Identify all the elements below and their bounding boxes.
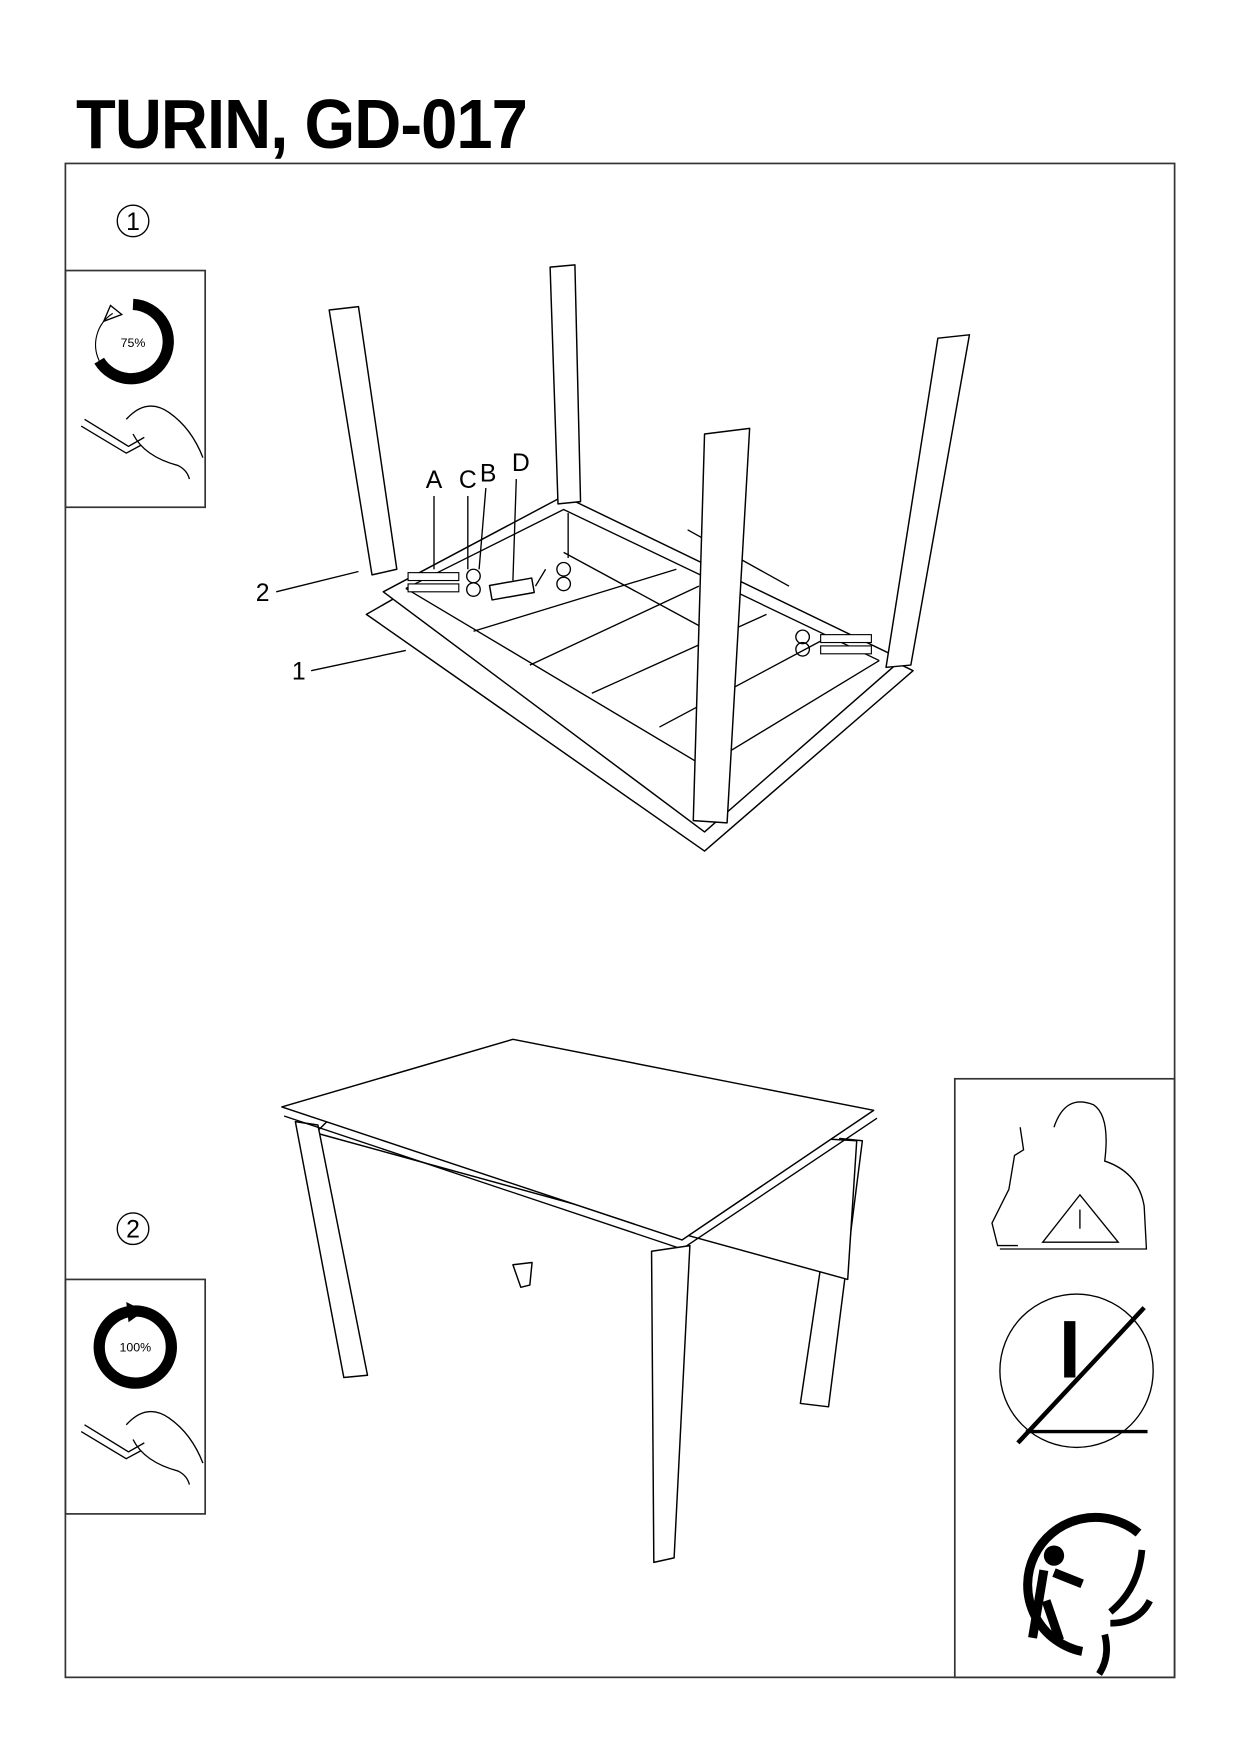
step-1-table-diagram: A C B D 2 1 bbox=[256, 264, 971, 852]
no-standing-on-chair-icon bbox=[999, 1293, 1154, 1449]
part-label-c: C bbox=[459, 467, 477, 494]
rotate-tighten-icon bbox=[94, 298, 174, 385]
recycle-disposal-icon bbox=[1023, 1512, 1153, 1676]
step-1-tool-box: 75% bbox=[64, 269, 207, 509]
step-2-table-diagram bbox=[281, 1038, 878, 1564]
page-frame bbox=[64, 162, 1176, 1679]
part-label-a: A bbox=[426, 467, 443, 494]
step-2-tool-box: 100% bbox=[64, 1278, 207, 1515]
washers-BC bbox=[466, 512, 811, 657]
warning-person-icon bbox=[991, 1101, 1148, 1250]
step-1-number: 1 bbox=[126, 209, 140, 236]
tighten-percent-label: 100% bbox=[119, 1341, 151, 1355]
bolt-A bbox=[407, 572, 872, 655]
rotate-tighten-icon bbox=[93, 1301, 177, 1389]
part-label-1: 1 bbox=[292, 659, 306, 686]
part-label-d: D bbox=[512, 450, 530, 477]
step-2-number: 2 bbox=[126, 1217, 140, 1244]
part-label-2: 2 bbox=[256, 580, 270, 607]
hex-key-D bbox=[488, 568, 547, 601]
part-label-b: B bbox=[480, 460, 497, 487]
safety-icons-column bbox=[953, 1077, 1176, 1679]
tighten-percent-label: 75% bbox=[121, 336, 146, 350]
step-2-marker: 2 bbox=[116, 1212, 150, 1246]
document-title: TURIN, GD-017 bbox=[76, 85, 528, 163]
hex-key-hand-icon bbox=[80, 405, 204, 480]
hex-key-hand-icon bbox=[80, 1410, 204, 1485]
step-1-marker: 1 bbox=[116, 204, 150, 238]
